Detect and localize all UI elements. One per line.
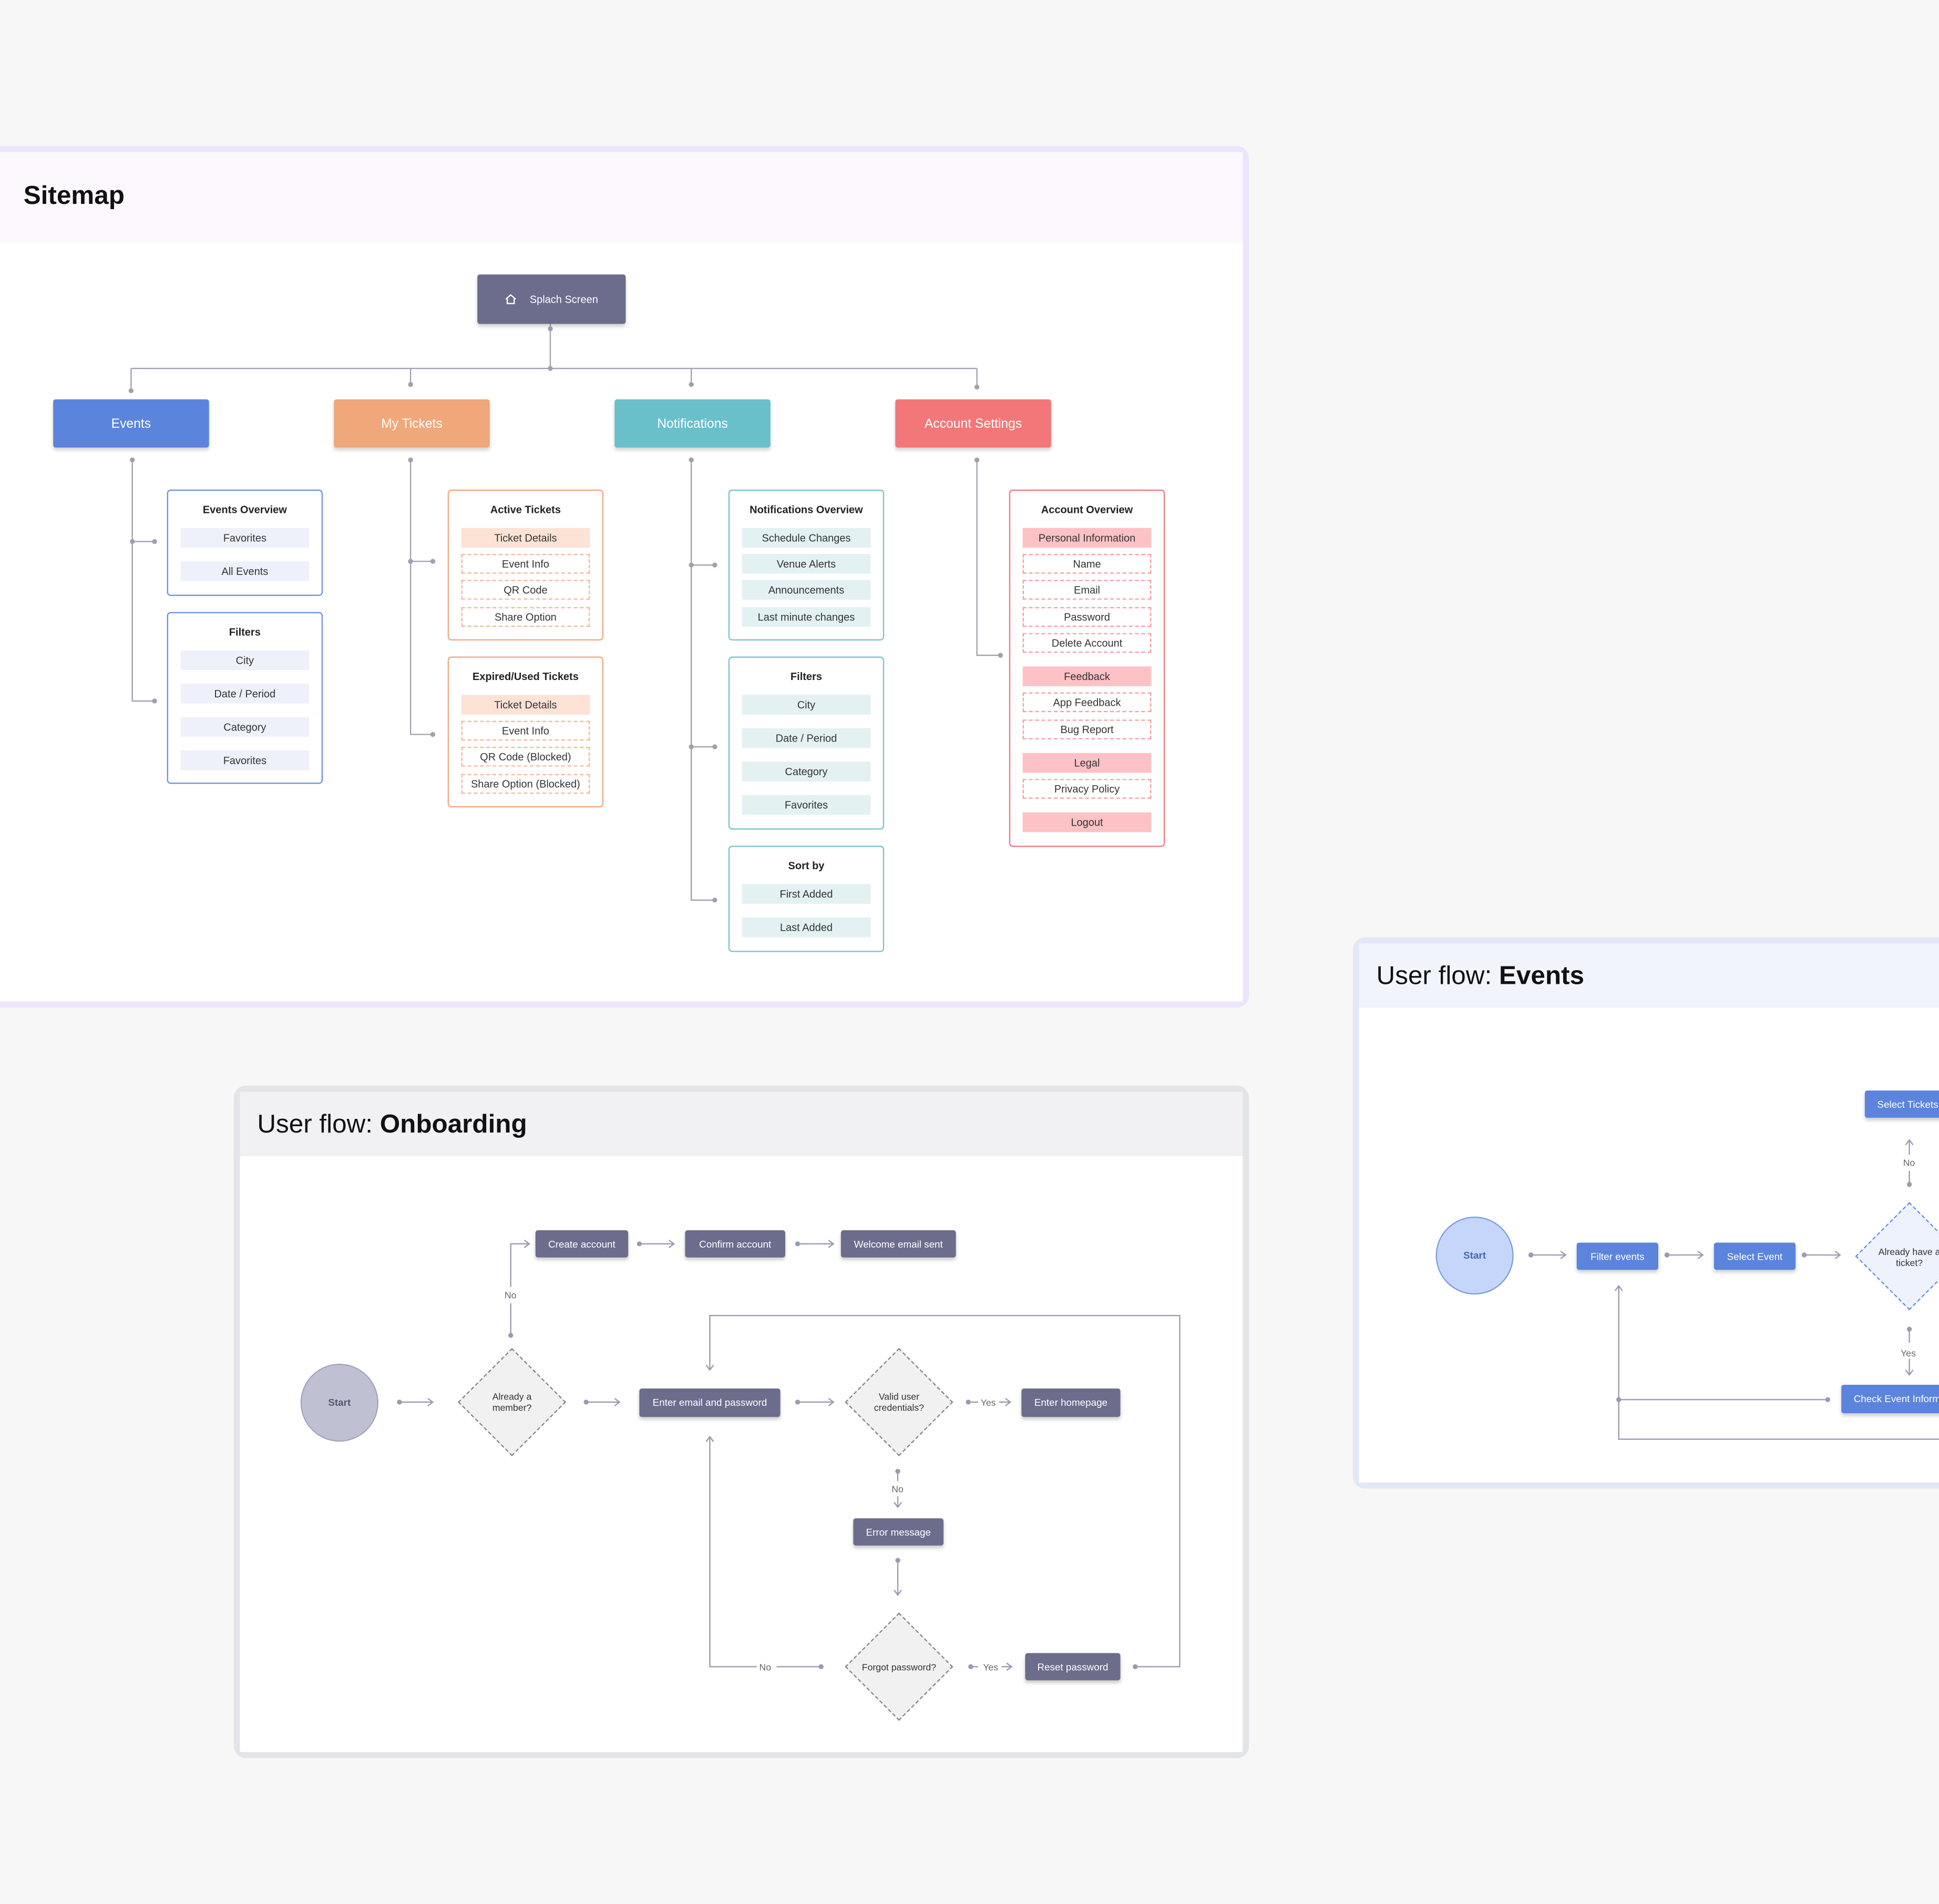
list-item: QR Code: [461, 580, 590, 600]
list-item: Date / Period: [742, 728, 871, 748]
section-notifications: Notifications: [614, 399, 771, 448]
filter-events-node: Filter events: [1576, 1242, 1658, 1270]
list-item: Feedback: [1022, 666, 1152, 686]
error-message-node: Error message: [853, 1518, 944, 1546]
enter-homepage-node: Enter homepage: [1021, 1388, 1121, 1417]
select-event-node: Select Event: [1714, 1242, 1796, 1270]
card-notifications-filters: Filters City Date / Period Category Favo…: [728, 656, 885, 830]
label-no: No: [503, 1289, 518, 1301]
card-active-tickets: Active Tickets Ticket Details Event Info…: [447, 489, 604, 641]
select-tickets-node: Select Tickets: [1864, 1090, 1939, 1118]
list-item: Share Option: [461, 607, 590, 627]
list-item: Ticket Details: [461, 528, 590, 548]
list-item: Logout: [1022, 812, 1152, 832]
sitemap-header: Sitemap: [0, 152, 1243, 244]
list-item: Favorites: [742, 795, 871, 815]
list-item: Venue Alerts: [742, 554, 871, 574]
list-item: Favorites: [180, 528, 310, 548]
section-events: Events: [53, 399, 209, 448]
onboarding-title: User flow: Onboarding: [257, 1110, 527, 1140]
check-event-info-node: Check Event Inform: [1841, 1385, 1939, 1414]
confirm-account-node: Confirm account: [685, 1230, 785, 1258]
list-item: Email: [1022, 580, 1152, 600]
title-bold: Events: [1499, 962, 1584, 991]
list-item: Personal Information: [1022, 528, 1152, 548]
card-events-filters: Filters City Date / Period Category Favo…: [167, 612, 323, 784]
list-item: Ticket Details: [461, 695, 590, 715]
sitemap-title: Sitemap: [23, 181, 125, 210]
onboarding-header: User flow: Onboarding: [240, 1092, 1243, 1156]
section-account-settings: Account Settings: [895, 399, 1051, 448]
list-item: Bug Report: [1022, 719, 1152, 739]
enter-email-node: Enter email and password: [639, 1388, 781, 1417]
card-expired-tickets: Expired/Used Tickets Ticket Details Even…: [447, 656, 604, 808]
decision-valid-credentials-label: Valid user credentials?: [874, 1391, 924, 1414]
card-title: Sort by: [788, 859, 825, 872]
list-item: Last minute changes: [742, 607, 871, 627]
list-item: Favorites: [180, 750, 310, 770]
card-title: Notifications Overview: [750, 503, 863, 516]
card-title: Active Tickets: [490, 503, 561, 516]
events-flow-title: User flow: Events: [1377, 962, 1584, 991]
list-item: Date / Period: [180, 684, 310, 704]
label-no: No: [890, 1484, 905, 1495]
list-item: Category: [180, 717, 310, 737]
list-item: Last Added: [742, 917, 871, 938]
list-item: Event Info: [461, 721, 590, 741]
list-item: Schedule Changes: [742, 528, 871, 548]
list-item: Announcements: [742, 580, 871, 600]
splash-screen-node: Splach Screen: [477, 274, 626, 324]
decision-already-ticket-label: Already have a ticket?: [1878, 1246, 1939, 1269]
list-item: QR Code (Blocked): [461, 747, 590, 767]
list-item: Privacy Policy: [1022, 779, 1152, 799]
list-item: Name: [1022, 554, 1152, 574]
onboarding-start-node: Start: [300, 1364, 378, 1442]
card-notifications-overview: Notifications Overview Schedule Changes …: [728, 489, 885, 641]
card-title: Filters: [790, 670, 822, 683]
list-item: Category: [742, 761, 871, 781]
list-item: App Feedback: [1022, 692, 1152, 713]
list-item: City: [742, 695, 871, 715]
card-title: Events Overview: [202, 503, 287, 516]
card-title: Filters: [229, 625, 261, 638]
label-yes: Yes: [979, 1397, 997, 1408]
label-yes: Yes: [982, 1662, 1000, 1673]
card-events-overview: Events Overview Favorites All Events: [167, 489, 323, 596]
list-item: First Added: [742, 884, 871, 904]
label-no: No: [1902, 1157, 1916, 1169]
create-account-node: Create account: [535, 1230, 629, 1258]
list-item: Share Option (Blocked): [461, 774, 590, 794]
decision-forgot-password-label: Forgot password?: [861, 1661, 937, 1673]
reset-password-node: Reset password: [1025, 1653, 1121, 1681]
list-item: Event Info: [461, 554, 590, 574]
events-flow-header: User flow: Events: [1359, 943, 1939, 1008]
list-item: Delete Account: [1022, 633, 1152, 653]
splash-screen-label: Splach Screen: [529, 293, 598, 306]
label-no: No: [758, 1662, 773, 1673]
title-bold: Onboarding: [379, 1110, 527, 1139]
card-account-overview: Account Overview Personal Information Na…: [1009, 489, 1165, 847]
list-item: Legal: [1022, 753, 1152, 773]
card-title: Expired/Used Tickets: [472, 670, 579, 683]
home-icon: [506, 294, 517, 304]
events-start-node: Start: [1435, 1217, 1514, 1295]
list-item: Password: [1022, 607, 1152, 627]
card-title: Account Overview: [1041, 503, 1133, 516]
title-prefix: User flow:: [1376, 962, 1499, 991]
list-item: All Events: [180, 561, 310, 581]
list-item: City: [180, 650, 310, 671]
decision-already-member-label: Already a member?: [492, 1391, 532, 1414]
section-my-tickets: My Tickets: [334, 399, 490, 448]
card-sort-by: Sort by First Added Last Added: [728, 846, 885, 952]
label-yes: Yes: [1899, 1347, 1917, 1359]
title-prefix: User flow:: [257, 1110, 380, 1139]
welcome-email-node: Welcome email sent: [840, 1230, 956, 1258]
